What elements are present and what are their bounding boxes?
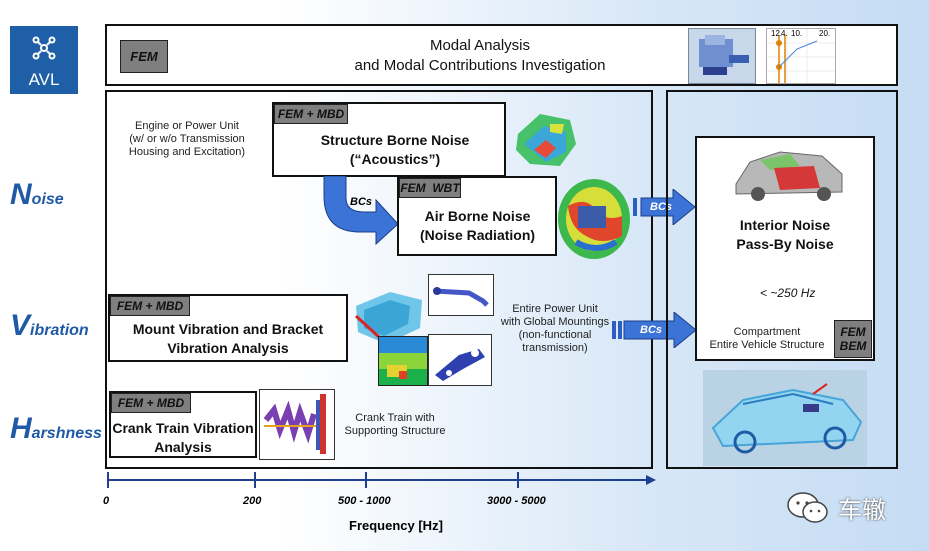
modal-title: Modal Analysis and Modal Contributions I… <box>330 36 630 76</box>
fem-mbd-tag-structure: FEM + MBD <box>274 104 348 124</box>
vehicle-structure-image <box>703 370 867 466</box>
mount-bracket-image <box>428 334 492 386</box>
bcs-arrow-vibration <box>612 312 697 348</box>
interior-noise-title: Interior Noise Pass-By Noise <box>736 217 834 252</box>
crank-train-description: Crank Train with Supporting Structure <box>344 412 446 437</box>
axis-label: Frequency [Hz] <box>349 518 443 533</box>
compartment-description: Compartment Entire Vehicle Structure <box>709 326 825 351</box>
watermark-text: 车辙 <box>838 496 886 524</box>
engine-description: Engine or Power Unit (w/ or w/o Transmis… <box>128 120 246 158</box>
bcs-curved-arrow <box>323 176 399 246</box>
axis-tick-3000-5000: 3000 - 5000 <box>487 495 546 507</box>
avl-logo-text: AVL <box>28 70 60 89</box>
vibration-label: Vibration <box>10 309 89 342</box>
fem-tag-top: FEM <box>120 40 168 73</box>
crank-train-title: Crank Train Vibration Analysis <box>112 420 254 455</box>
vibration-spectrum-image <box>378 336 428 386</box>
chart-label-10: 10. <box>791 29 803 38</box>
air-borne-noise-title: Air Borne Noise (Noise Radiation) <box>419 208 536 243</box>
engine-structure-image <box>510 104 582 176</box>
structure-borne-noise-title: Structure Borne Noise (“Acoustics”) <box>320 132 470 167</box>
bracket-image <box>428 274 494 316</box>
frequency-axis <box>107 472 656 488</box>
crank-train-image <box>259 389 335 460</box>
vehicle-panel <box>666 90 898 469</box>
bcs-arrow-noise <box>633 189 696 225</box>
axis-tick-0: 0 <box>103 495 110 507</box>
power-unit-image <box>350 286 430 348</box>
frequency-limit: < ~250 Hz <box>760 286 816 300</box>
fem-mbd-tag-crank: FEM + MBD <box>111 393 191 413</box>
fem-mbd-tag-mount: FEM + MBD <box>110 296 190 316</box>
wechat-icon <box>787 491 828 523</box>
chart-label-20: 20. <box>819 29 831 38</box>
avl-logo: AVL <box>10 26 78 94</box>
radiation-sphere-image <box>556 176 634 262</box>
chart-label-12: 12. <box>771 29 783 38</box>
air-borne-noise-box <box>397 176 557 256</box>
wechat-watermark: 车辙 <box>786 490 886 525</box>
modal-frequency-chart: 12. 4. 10. 20. <box>766 28 836 84</box>
mount-vibration-title: Mount Vibration and Bracket Vibration An… <box>132 321 324 356</box>
fem-wbt-tag: FEM WBT <box>399 178 461 198</box>
power-unit-description: Entire Power Unit with Global Mountings … <box>500 303 610 354</box>
axis-tick-500-1000: 500 - 1000 <box>338 495 391 507</box>
noise-label: Noise <box>10 178 64 211</box>
chart-label-4: 4. <box>781 29 788 38</box>
bcs-label-vibration: BCs <box>640 324 663 336</box>
axis-tick-200: 200 <box>243 495 262 507</box>
powertrain-panel <box>105 90 653 469</box>
avl-logo-icon <box>32 36 56 60</box>
fem-bem-tag: FEM BEM <box>834 320 872 358</box>
modal-analysis-box <box>105 24 898 86</box>
car-interior-image <box>730 148 848 204</box>
modal-title-line2: and Modal Contributions Investigation <box>354 57 606 74</box>
bcs-label-curved: BCs <box>350 196 373 208</box>
harshness-label: Harshness <box>10 412 102 445</box>
modal-title-line1: Modal Analysis <box>429 37 531 54</box>
engine-mode-shape-image <box>688 28 756 84</box>
